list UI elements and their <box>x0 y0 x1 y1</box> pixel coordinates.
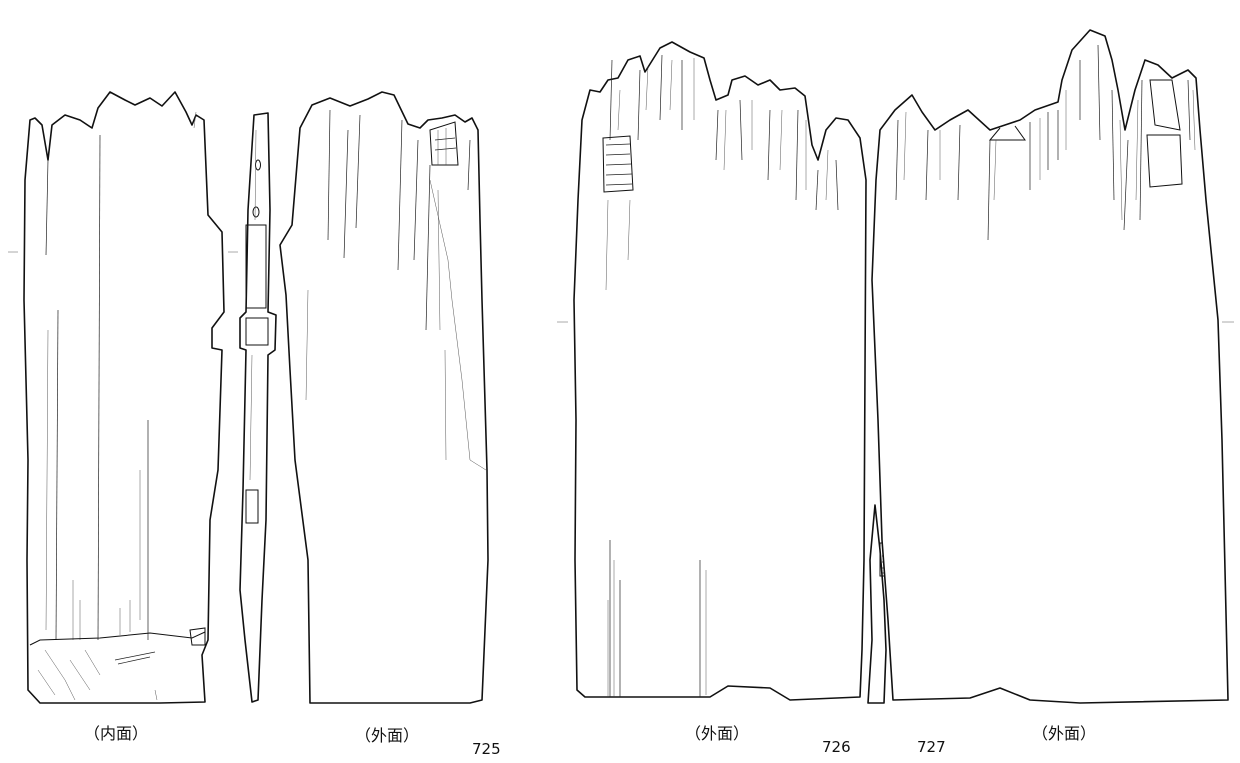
view-label-725-outer: （外面） <box>355 726 420 745</box>
specimen-725-outer-face-drawing <box>279 91 489 704</box>
specimen-725-inner-face-drawing <box>8 91 225 704</box>
view-label-727-outer: （外面） <box>1032 724 1097 743</box>
specimen-number-727: 727 <box>917 738 946 756</box>
specimen-number-725: 725 <box>472 740 501 758</box>
view-label-725-inner: （内面） <box>84 724 149 743</box>
specimen-725-side-section-drawing <box>228 112 277 703</box>
view-label-726-outer: （外面） <box>685 724 750 743</box>
specimen-726-outer-face-drawing <box>557 41 867 701</box>
specimen-727-outer-face-drawing <box>871 29 1234 704</box>
specimen-number-726: 726 <box>822 738 851 756</box>
